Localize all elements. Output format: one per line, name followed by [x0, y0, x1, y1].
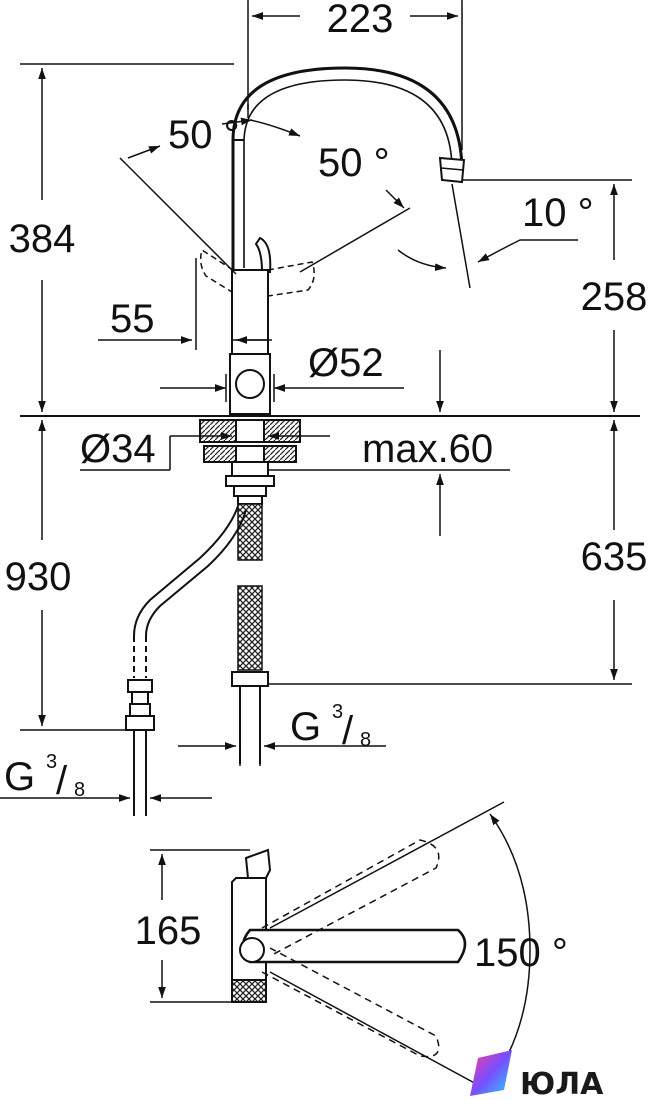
dim-lever-height: 165: [135, 909, 202, 953]
dim-max-counter-thickness: max.60: [362, 427, 493, 471]
yula-logo-mark-icon: [470, 1050, 512, 1096]
dim-thread-right: G 3 / 8: [290, 701, 371, 753]
dim-body-offset: 55: [110, 297, 155, 341]
dimension-labels: 223 384 50 ° 50 ° 10 ° 258 55 Ø52 Ø34 ma…: [4, 0, 647, 975]
dim-spout-tilt-angle: 10 °: [522, 191, 594, 235]
dim-height-to-counter: 384: [9, 217, 76, 261]
thread-left-numerator: 3: [46, 751, 57, 773]
dim-spout-reach: 223: [327, 0, 394, 41]
thread-right-slash: /: [342, 709, 354, 753]
thread-right-denominator: 8: [360, 729, 371, 751]
dimension-lines: [0, 0, 632, 1085]
dim-supply-length: 635: [581, 535, 648, 579]
swivel-ghost-positions: [199, 248, 315, 297]
dim-swivel-right-angle: 50 °: [318, 141, 390, 185]
dim-lever-angle: 150 °: [474, 931, 568, 975]
dim-thread-left: G 3 / 8: [4, 751, 85, 803]
thread-left-denominator: 8: [74, 779, 85, 801]
dim-spout-height: 258: [581, 275, 648, 319]
thread-right-numerator: 3: [332, 701, 343, 723]
thread-right-base: G: [290, 705, 321, 749]
yula-logo-text: ЮЛА: [520, 1067, 604, 1100]
thread-left-base: G: [4, 755, 35, 799]
dim-swivel-left-angle: 50 °: [168, 113, 240, 157]
dim-hole-diameter: Ø34: [80, 427, 156, 471]
dim-body-diameter: Ø52: [308, 341, 384, 385]
thread-left-slash: /: [56, 759, 68, 803]
yula-logo: ЮЛА: [470, 1050, 604, 1100]
hose-left: [125, 505, 247, 816]
dim-hose-length: 930: [5, 555, 72, 599]
hose-right: [231, 503, 269, 764]
lever-top-view: [231, 801, 505, 1087]
mounting-assembly: [199, 419, 301, 505]
